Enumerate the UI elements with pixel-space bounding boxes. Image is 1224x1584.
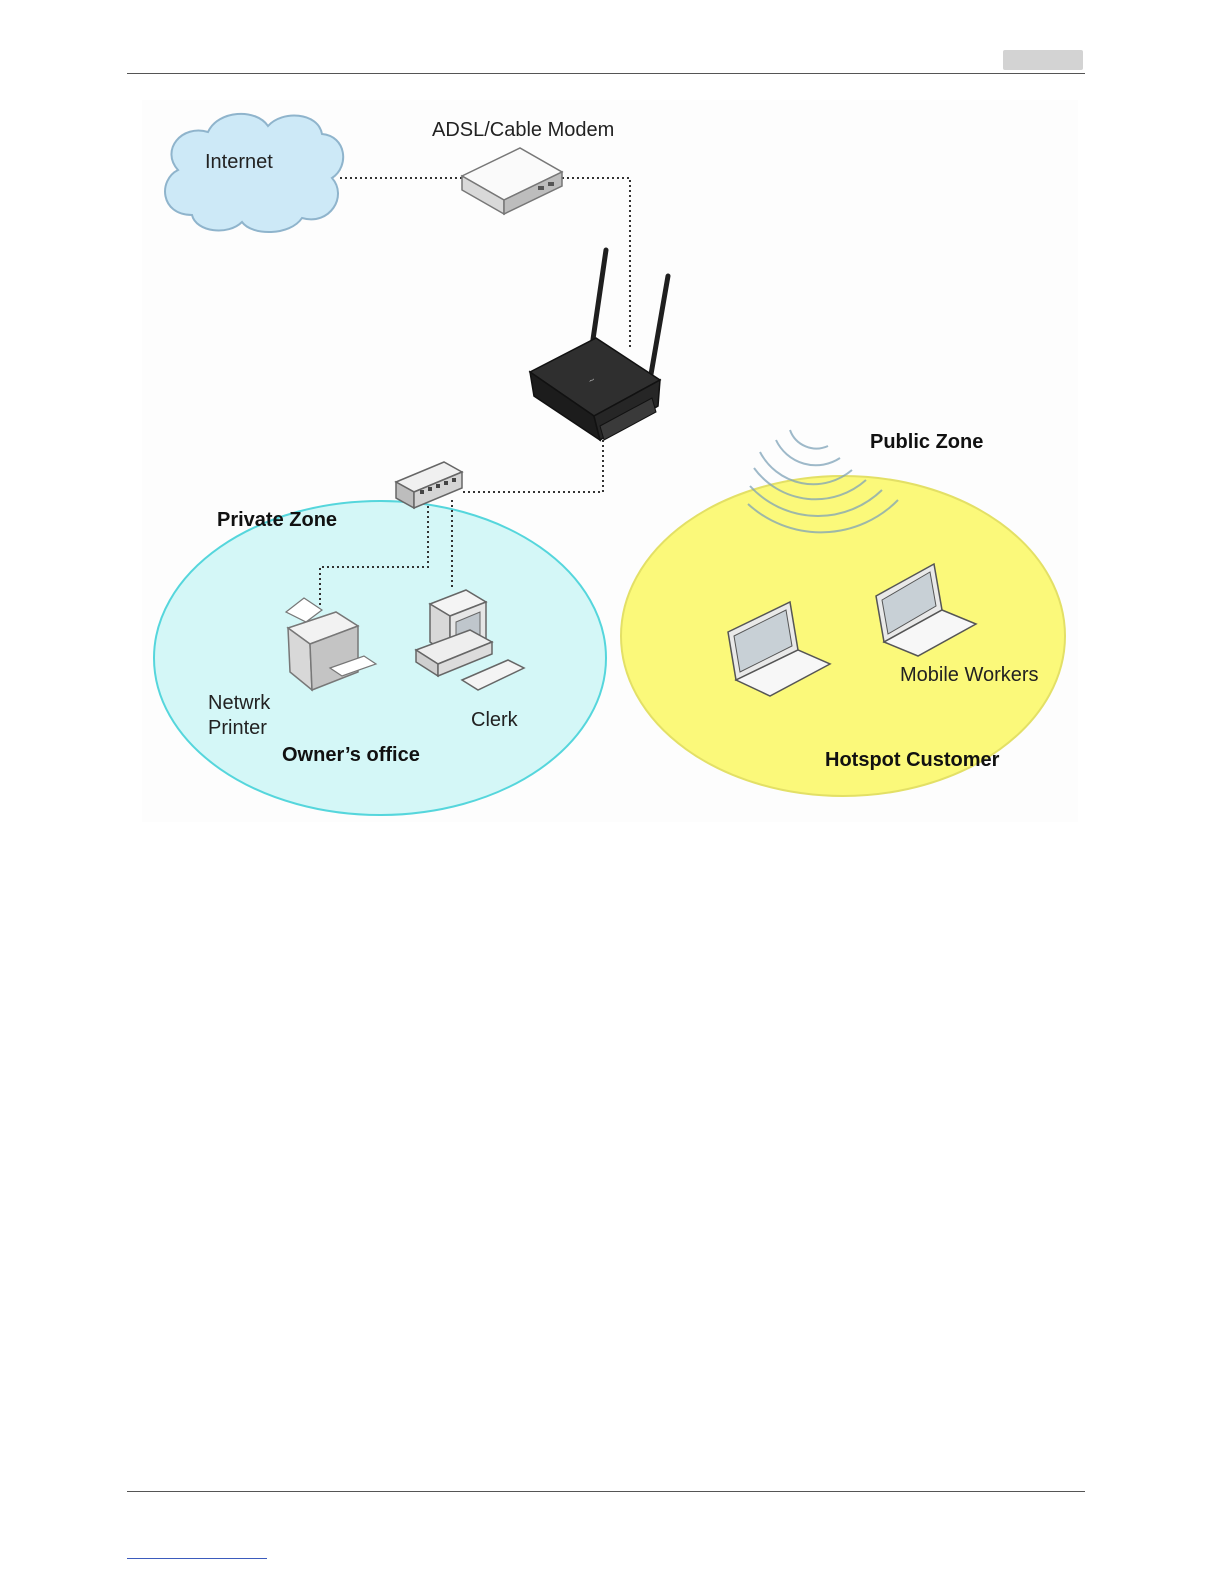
footer-rule (127, 1491, 1085, 1492)
printer-label-line1: Netwrk (208, 692, 271, 714)
private-zone-area (154, 501, 606, 815)
router-icon: ~ (530, 250, 668, 440)
clerk-label: Clerk (471, 709, 519, 731)
modem-label: ADSL/Cable Modem (432, 119, 614, 141)
owners-office-label: Owner’s office (282, 744, 420, 766)
footer-link-underline (127, 1558, 267, 1559)
mobile-workers-label: Mobile Workers (900, 664, 1039, 686)
modem-icon (462, 148, 562, 214)
internet-label: Internet (205, 151, 273, 173)
link-router-switch (460, 440, 603, 492)
private-zone-label: Private Zone (217, 509, 337, 531)
hotspot-customer-label: Hotspot Customer (825, 749, 1000, 771)
public-zone-label: Public Zone (870, 431, 983, 453)
public-zone-area (621, 476, 1065, 796)
printer-label-line2: Printer (208, 717, 267, 739)
